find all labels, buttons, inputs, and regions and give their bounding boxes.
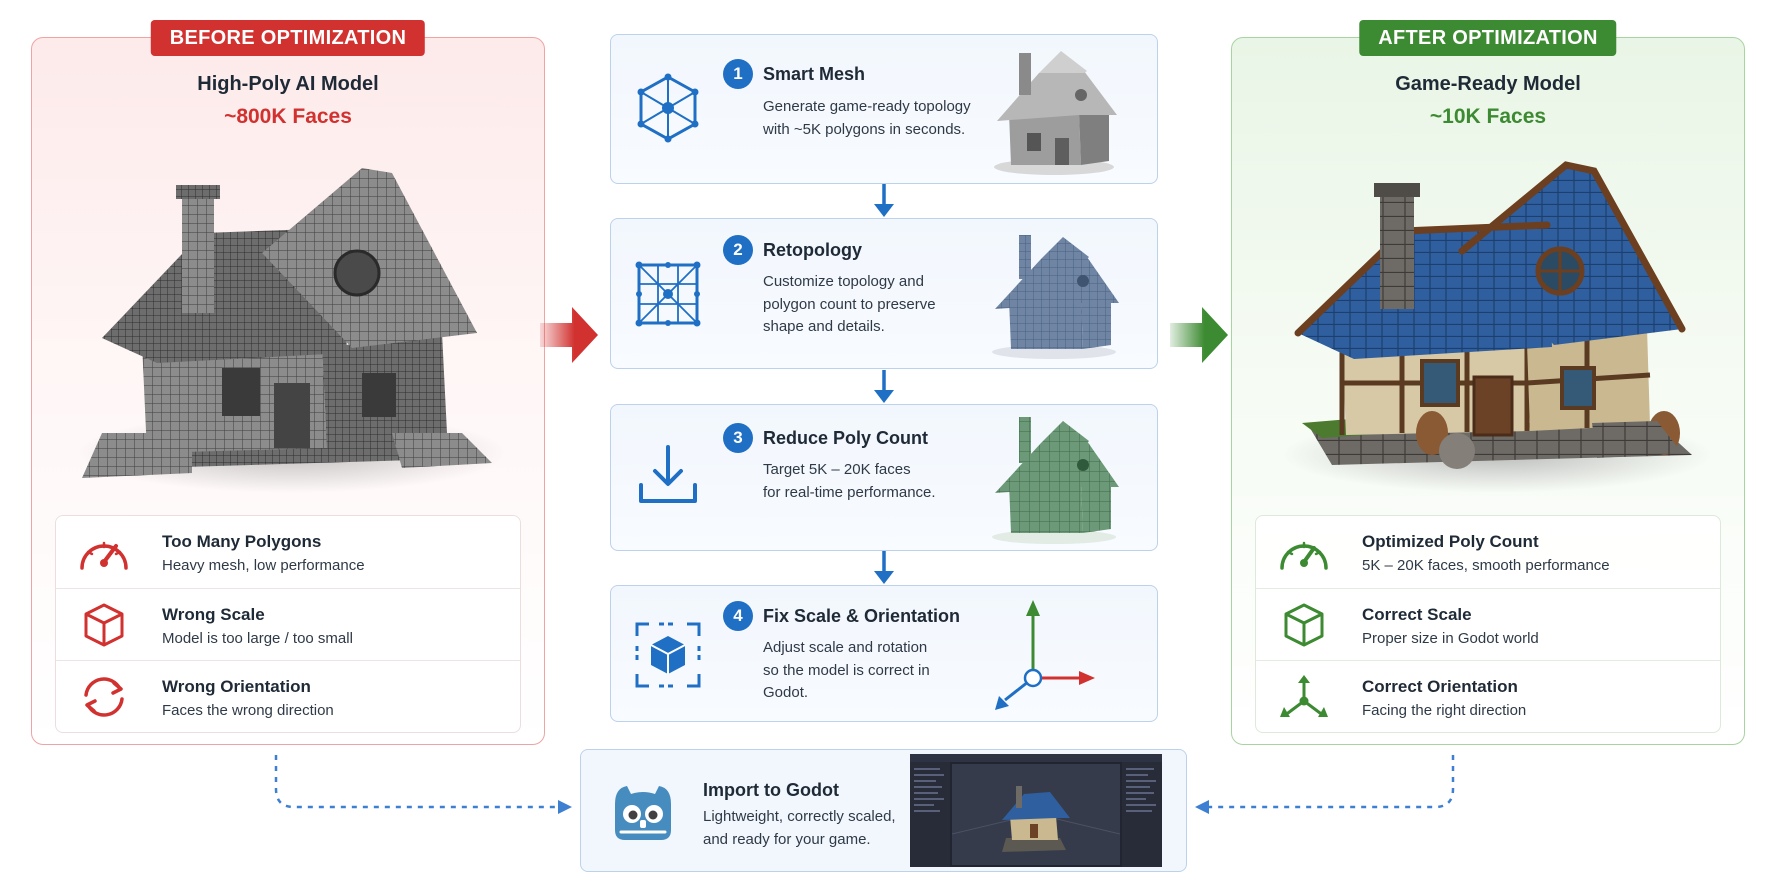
godot-logo-icon xyxy=(605,774,681,850)
step-title: Reduce Poly Count xyxy=(763,428,928,449)
axis-gizmo-icon xyxy=(969,586,1129,722)
cube-icon xyxy=(74,601,134,649)
cube-in-frame-icon xyxy=(633,620,703,690)
step-description: Target 5K – 20K faces for real-time perf… xyxy=(763,459,936,504)
step-number-badge: 2 xyxy=(723,235,753,265)
step-card-reduce-poly-count: 3 Reduce Poly Count Target 5K – 20K face… xyxy=(610,404,1158,551)
import-title: Import to Godot xyxy=(703,780,839,801)
speedometer-icon xyxy=(74,528,134,576)
step-title: Retopology xyxy=(763,240,862,261)
red-flow-arrow xyxy=(540,305,600,365)
step-description: Generate game-ready topology with ~5K po… xyxy=(763,96,971,141)
godot-editor-screenshot xyxy=(910,754,1162,867)
step-title: Smart Mesh xyxy=(763,64,865,85)
step-number-badge: 4 xyxy=(723,601,753,631)
step-card-fix-scale-orientation: 4 Fix Scale & Orientation Adjust scale a… xyxy=(610,585,1158,722)
after-benefits-list: Optimized Poly Count 5K – 20K faces, smo… xyxy=(1255,515,1721,733)
before-badge: BEFORE OPTIMIZATION xyxy=(151,20,425,56)
list-item: Correct Orientation Facing the right dir… xyxy=(1256,661,1720,734)
rotate-arrows-icon xyxy=(74,673,134,721)
before-face-count: ~800K Faces xyxy=(32,105,544,129)
step-number-badge: 1 xyxy=(723,59,753,89)
after-face-count: ~10K Faces xyxy=(1232,105,1744,129)
speedometer-icon xyxy=(1274,528,1334,576)
step-card-retopology: 2 Retopology Customize topology and poly… xyxy=(610,218,1158,369)
retopology-grid-icon xyxy=(633,259,703,329)
dotted-connector-right xyxy=(1187,755,1477,815)
after-badge: AFTER OPTIMIZATION xyxy=(1359,20,1616,56)
before-issues-list: Too Many Polygons Heavy mesh, low perfor… xyxy=(55,515,521,733)
dotted-connector-left xyxy=(270,755,580,815)
high-poly-house-image xyxy=(62,133,516,528)
step-description: Adjust scale and rotation so the model i… xyxy=(763,637,930,705)
list-item: Correct Scale Proper size in Godot world xyxy=(1256,589,1720,662)
step-number-badge: 3 xyxy=(723,423,753,453)
list-item: Wrong Orientation Faces the wrong direct… xyxy=(56,661,520,734)
green-flow-arrow xyxy=(1170,305,1230,365)
after-optimization-panel: AFTER OPTIMIZATION Game-Ready Model ~10K… xyxy=(1231,37,1745,745)
down-arrow xyxy=(872,551,896,585)
before-optimization-panel: BEFORE OPTIMIZATION High-Poly AI Model ~… xyxy=(31,37,545,745)
step-card-smart-mesh: 1 Smart Mesh Generate game-ready topolog… xyxy=(610,34,1158,184)
axis-arrows-icon xyxy=(1274,673,1334,721)
retopology-house-thumbnail xyxy=(969,227,1129,363)
before-title: High-Poly AI Model xyxy=(32,73,544,96)
list-item: Optimized Poly Count 5K – 20K faces, smo… xyxy=(1256,516,1720,589)
smart-mesh-house-thumbnail xyxy=(969,43,1129,179)
reduced-house-thumbnail xyxy=(969,411,1129,547)
step-title: Fix Scale & Orientation xyxy=(763,606,960,627)
down-arrow xyxy=(872,370,896,404)
import-description: Lightweight, correctly scaled, and ready… xyxy=(703,806,896,851)
download-icon xyxy=(633,441,703,511)
import-to-godot-card: Import to Godot Lightweight, correctly s… xyxy=(580,749,1187,872)
hexagon-mesh-icon xyxy=(633,73,703,143)
down-arrow xyxy=(872,184,896,218)
step-description: Customize topology and polygon count to … xyxy=(763,271,936,339)
list-item: Wrong Scale Model is too large / too sma… xyxy=(56,589,520,662)
list-item: Too Many Polygons Heavy mesh, low perfor… xyxy=(56,516,520,589)
cube-icon xyxy=(1274,601,1334,649)
game-ready-house-image xyxy=(1262,133,1716,528)
after-title: Game-Ready Model xyxy=(1232,73,1744,96)
